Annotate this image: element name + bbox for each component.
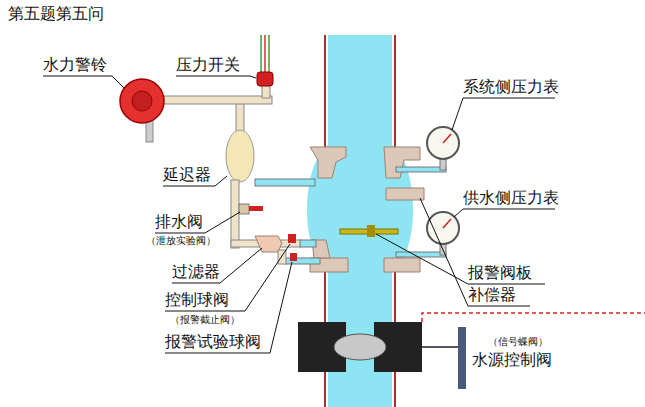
control-ball-valve [288, 234, 296, 243]
valve-stem [422, 346, 458, 348]
part-label: 过滤器 [172, 262, 220, 281]
plate-hinge [367, 225, 375, 237]
part-label: 补偿器 [468, 285, 516, 304]
part-label: 系统侧压力表 [463, 77, 559, 96]
pipe-wall [394, 35, 396, 150]
cyan-pipe [255, 179, 315, 186]
pressure-switch [257, 72, 273, 86]
butterfly-disc [334, 334, 386, 360]
gauge-pipe [396, 252, 446, 257]
part-label: 水力警铃 [43, 55, 107, 74]
retard-chamber [226, 130, 254, 182]
part-label: 控制球阀 [165, 290, 229, 309]
gauge-needle [443, 134, 451, 143]
part-note: （报警截止阀） [170, 314, 240, 326]
part-label: 延迟器 [163, 165, 211, 184]
gong-center [132, 91, 152, 111]
gong [120, 79, 164, 123]
part-note: （泄放实验阀） [146, 235, 216, 247]
gauge-pipe [396, 167, 446, 172]
wire [260, 35, 262, 72]
page-title: 第五题第五问 [8, 4, 104, 23]
part-note: （信号蝶阀） [488, 336, 548, 348]
wire [268, 35, 270, 72]
part-label: 报警试验球阀 [165, 332, 261, 351]
valve-handle [458, 327, 466, 389]
trim-pipe [236, 100, 244, 134]
drain-valve-body [239, 204, 249, 214]
part-label: 水源控制阀 [472, 350, 552, 369]
drain-valve-handle [249, 206, 263, 211]
pipe-wall [324, 35, 326, 150]
test-ball-valve [290, 253, 297, 261]
part-label: 排水阀 [155, 212, 203, 231]
signal-wire [422, 313, 645, 322]
gauge-needle [443, 219, 451, 228]
trim-pipe [231, 180, 239, 248]
cyan-pipe [300, 240, 316, 247]
wire [264, 35, 266, 72]
system-gauge [427, 127, 459, 159]
part-label: 报警阀板 [468, 263, 532, 282]
trim-pipe [160, 96, 272, 104]
part-label: 供水侧压力表 [463, 188, 559, 207]
leader-lines [43, 76, 555, 353]
part-label: 压力开关 [176, 55, 240, 74]
